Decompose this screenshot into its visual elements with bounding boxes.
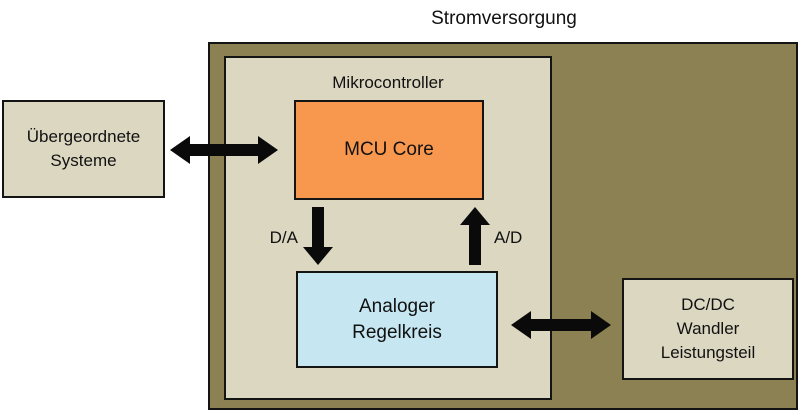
analog-control-loop-box: Analoger Regelkreis (296, 271, 498, 368)
external-systems-label: Übergeordnete Systeme (26, 127, 141, 170)
arrow-ad-up (460, 207, 490, 265)
dcdc-converter-label: DC/DC Wandler Leistungsteil (660, 295, 756, 362)
bidirectional-arrow-icon (511, 311, 611, 339)
microcontroller-label: Mikrocontroller (332, 73, 444, 92)
analog-control-loop-label: Analoger Regelkreis (352, 295, 442, 343)
ad-label: A/D (494, 228, 523, 247)
external-systems-box: Übergeordnete Systeme (2, 100, 165, 198)
arrow-da-down (303, 207, 333, 265)
bidirectional-arrow-icon (170, 136, 278, 164)
da-label: D/A (269, 228, 298, 247)
arrow-external-to-mcu (170, 136, 278, 164)
mcu-core-label: MCU Core (344, 139, 434, 160)
up-arrow-icon (460, 207, 490, 265)
dcdc-converter-box: DC/DC Wandler Leistungsteil (622, 278, 794, 380)
down-arrow-icon (303, 207, 333, 265)
mcu-core-box: MCU Core (294, 100, 484, 200)
diagram-title: Stromversorgung (431, 8, 577, 29)
arrow-analog-to-dcdc (511, 311, 611, 339)
